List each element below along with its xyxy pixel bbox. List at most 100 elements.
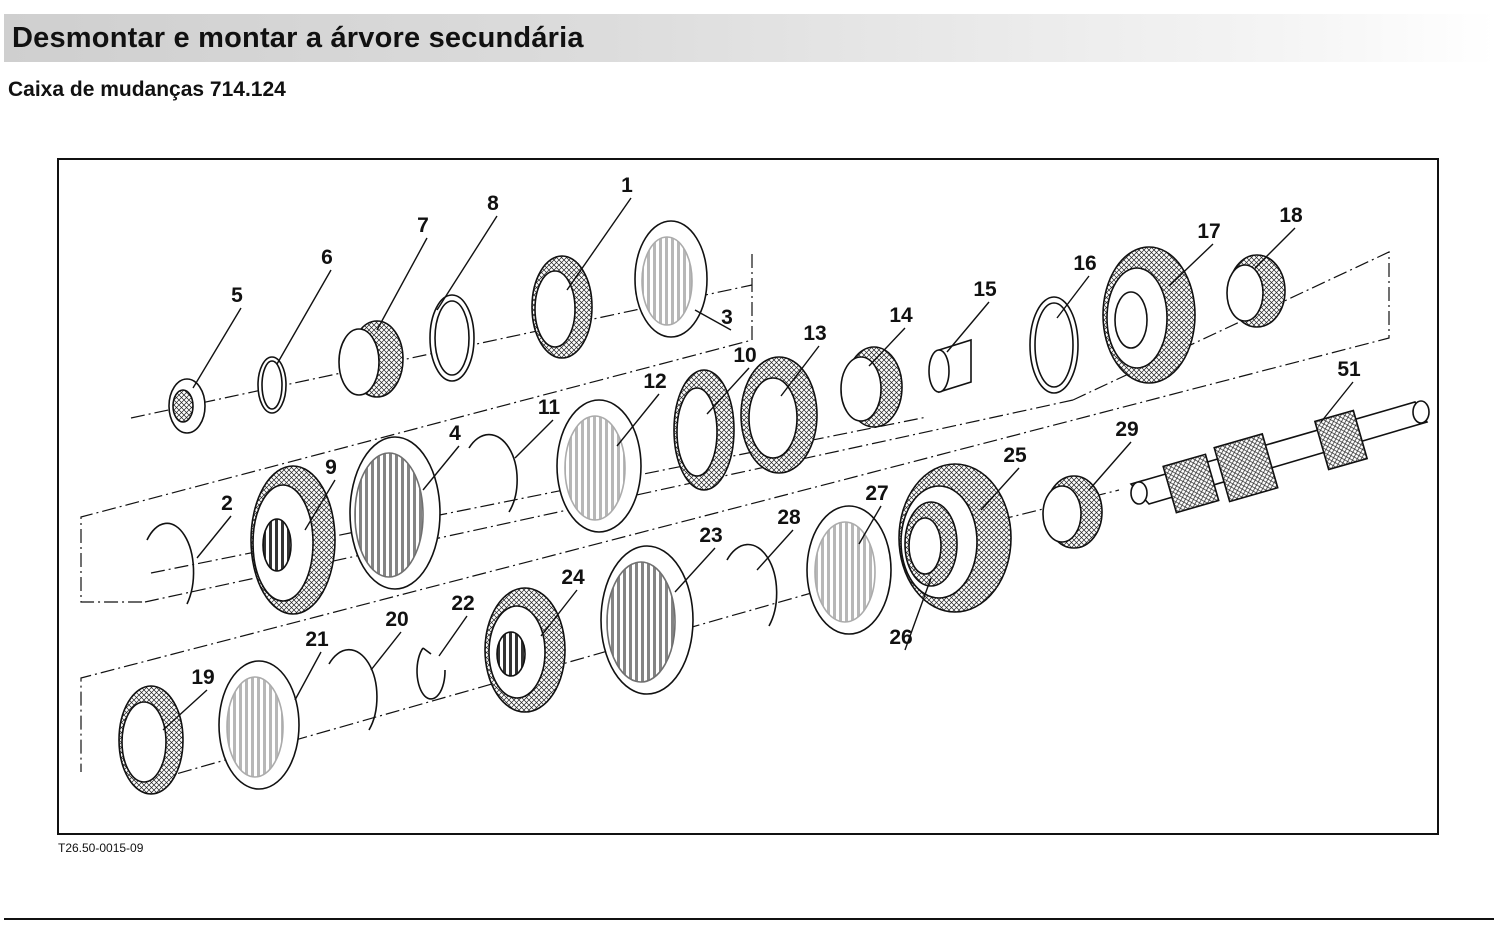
part-6-ring bbox=[257, 356, 287, 414]
callout-16: 16 bbox=[1073, 252, 1096, 275]
part-9-gear bbox=[250, 465, 336, 615]
part-4-sleeve bbox=[349, 436, 441, 590]
callout-27: 27 bbox=[865, 482, 888, 505]
callout-25: 25 bbox=[1003, 444, 1027, 467]
leader-line-6 bbox=[276, 269, 332, 365]
part-2-snap-ring bbox=[146, 522, 195, 605]
leader-line-29 bbox=[1088, 441, 1132, 491]
parts-group bbox=[118, 220, 1430, 795]
page-subtitle: Caixa de mudanças 714.124 bbox=[8, 78, 286, 101]
callout-19: 19 bbox=[191, 666, 214, 689]
leader-line-25 bbox=[980, 467, 1020, 511]
callout-28: 28 bbox=[777, 506, 801, 529]
part-23-sleeve bbox=[600, 545, 694, 695]
callout-14: 14 bbox=[889, 304, 913, 327]
callout-1: 1 bbox=[621, 174, 633, 197]
callout-9: 9 bbox=[325, 456, 337, 479]
leader-line-18 bbox=[1254, 227, 1296, 269]
part-18-bearing bbox=[1226, 254, 1286, 328]
leader-line-5 bbox=[192, 307, 242, 389]
leader-line-51 bbox=[1320, 381, 1354, 423]
leader-line-26 bbox=[904, 577, 932, 651]
leader-line-23 bbox=[674, 547, 716, 593]
part-16-ring bbox=[1029, 296, 1079, 394]
leader-line-15 bbox=[946, 301, 990, 353]
callout-8: 8 bbox=[487, 192, 499, 215]
bracket-right bbox=[80, 251, 1390, 772]
callout-26: 26 bbox=[889, 626, 912, 649]
part-10-synchro-ring bbox=[673, 369, 735, 491]
leader-line-17 bbox=[1168, 243, 1214, 287]
callout-6: 6 bbox=[321, 246, 333, 269]
part-3-disc bbox=[634, 220, 708, 338]
callout-51: 51 bbox=[1337, 358, 1361, 381]
part-15-bushing bbox=[928, 338, 972, 394]
leader-line-19 bbox=[162, 689, 208, 731]
leader-line-4 bbox=[422, 445, 460, 491]
part-29-bearing bbox=[1042, 475, 1103, 549]
exploded-shaft-diagram: 1234567891011121314151617181920212223242… bbox=[80, 174, 1430, 795]
callout-22: 22 bbox=[451, 592, 474, 615]
part-24-gear bbox=[484, 587, 566, 713]
callout-24: 24 bbox=[561, 566, 585, 589]
bracket-top bbox=[80, 254, 753, 603]
leader-line-21 bbox=[294, 651, 322, 701]
leader-line-8 bbox=[436, 215, 498, 311]
part-51-shaft bbox=[1129, 400, 1430, 514]
part-20-snap-ring bbox=[328, 648, 378, 731]
callout-4: 4 bbox=[449, 422, 461, 445]
callout-labels: 1234567891011121314151617181920212223242… bbox=[191, 174, 1361, 689]
callout-29: 29 bbox=[1115, 418, 1138, 441]
callout-23: 23 bbox=[699, 524, 722, 547]
part-14-bearing bbox=[840, 346, 903, 428]
callout-21: 21 bbox=[305, 628, 329, 651]
part-21-disc bbox=[218, 660, 300, 790]
leader-line-20 bbox=[370, 631, 402, 671]
part-12-disc bbox=[556, 399, 642, 533]
leader-line-9 bbox=[304, 479, 336, 531]
callout-20: 20 bbox=[385, 608, 408, 631]
callout-17: 17 bbox=[1197, 220, 1220, 243]
callout-7: 7 bbox=[417, 214, 429, 237]
part-27-disc bbox=[806, 505, 892, 635]
callout-18: 18 bbox=[1279, 204, 1303, 227]
footer-rule bbox=[4, 918, 1494, 920]
leader-line-3 bbox=[694, 309, 732, 331]
callout-13: 13 bbox=[803, 322, 826, 345]
leader-line-27 bbox=[858, 505, 882, 545]
leader-line-28 bbox=[756, 529, 794, 571]
callout-3: 3 bbox=[721, 306, 733, 329]
part-5-nut bbox=[168, 378, 206, 434]
leader-line-12 bbox=[616, 393, 660, 447]
part-7-bearing bbox=[338, 320, 404, 398]
part-19-synchro-ring bbox=[118, 685, 184, 795]
leader-lines bbox=[162, 197, 1354, 731]
figure-code: T26.50-0015-09 bbox=[58, 841, 144, 855]
leader-line-14 bbox=[868, 327, 906, 367]
page-title: Desmontar e montar a árvore secundária bbox=[12, 22, 584, 54]
leader-line-1 bbox=[566, 197, 632, 291]
part-1-synchro-ring bbox=[531, 255, 593, 359]
callout-10: 10 bbox=[733, 344, 756, 367]
leader-line-10 bbox=[706, 367, 750, 415]
callout-2: 2 bbox=[221, 492, 233, 515]
leader-line-13 bbox=[780, 345, 820, 397]
part-25-gear bbox=[898, 463, 1012, 613]
title-bar: Desmontar e montar a árvore secundária bbox=[4, 14, 1496, 62]
part-8-ring bbox=[429, 294, 475, 382]
leader-line-7 bbox=[376, 237, 428, 331]
part-17-gear bbox=[1102, 246, 1196, 384]
leader-line-2 bbox=[196, 515, 232, 559]
callout-11: 11 bbox=[538, 396, 561, 419]
callout-15: 15 bbox=[973, 278, 997, 301]
leader-line-11 bbox=[514, 419, 554, 459]
part-22-circlip bbox=[416, 647, 446, 700]
leader-line-16 bbox=[1056, 275, 1090, 319]
leader-line-22 bbox=[438, 615, 468, 657]
leader-line-24 bbox=[540, 589, 578, 637]
part-11-snap-ring bbox=[468, 433, 518, 513]
callout-12: 12 bbox=[643, 370, 666, 393]
callout-5: 5 bbox=[231, 284, 243, 307]
part-13-gear bbox=[740, 356, 818, 474]
